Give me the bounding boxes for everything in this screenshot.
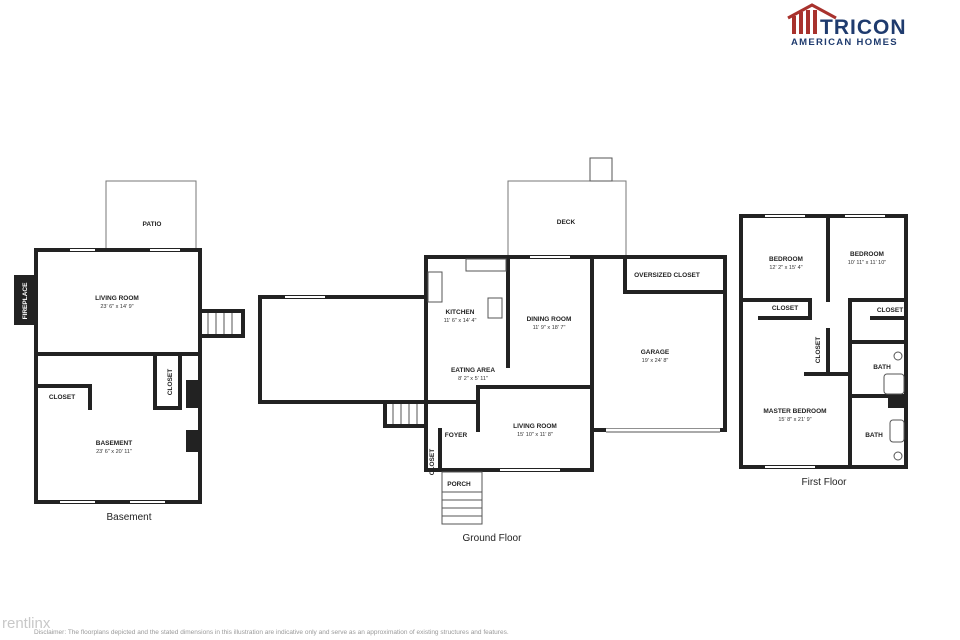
room-label-closet: CLOSET [429, 449, 436, 475]
fireplace-block [14, 275, 36, 325]
ground-stairs [383, 400, 428, 428]
room-label-oversized-closet: OVERSIZED CLOSET [634, 272, 700, 279]
room-dims-basement: 23' 6" x 20' 11" [96, 449, 132, 455]
floor-title-basement: Basement [106, 512, 151, 523]
room-label-closet-left: CLOSET [49, 394, 75, 401]
bathtub [883, 373, 905, 395]
room-label-kitchen: KITCHEN [446, 309, 475, 316]
room-label-eating-area: EATING AREA [451, 367, 495, 374]
room-label-deck: DECK [557, 219, 576, 226]
ground-windows [285, 256, 570, 471]
deck-outline [507, 180, 627, 257]
room-dims-dining-room: 11' 9" x 18' 7" [533, 325, 566, 331]
room-label-bedroom-2: BEDROOM [850, 251, 884, 258]
room-label-basement: BASEMENT [96, 440, 133, 447]
oversized-closet-walls [623, 255, 727, 294]
room-label-master-bedroom: MASTER BEDROOM [763, 408, 826, 415]
house-mark-icon [787, 3, 837, 34]
room-label-living-room: LIVING ROOM [513, 423, 557, 430]
watermark: rentlinx [2, 615, 51, 632]
shower [889, 419, 905, 443]
ground-annex-walls [258, 295, 428, 404]
kitchen-island [487, 297, 503, 319]
room-label-closet-3: CLOSET [815, 337, 822, 363]
room-dims-bedroom-2: 10' 11" x 11' 10" [848, 260, 887, 266]
room-label-closet-right: CLOSET [167, 369, 174, 395]
room-label-porch: PORCH [447, 481, 471, 488]
garage-walls [590, 255, 727, 432]
first-windows [765, 215, 885, 468]
brand-name: TRICON [820, 16, 907, 39]
room-label-bath-2: BATH [865, 432, 883, 439]
stair-treads [207, 313, 233, 334]
room-dims-eating-area: 8' 2" x 5' 11" [458, 376, 488, 382]
room-label-fireplace: FIREPLACE [22, 282, 29, 320]
room-label-foyer: FOYER [445, 432, 468, 439]
brand-tagline: AMERICAN HOMES [791, 37, 898, 48]
basement-floor: PATIO FIREPLACE LIVING ROOM 23' 6" x 14'… [14, 180, 245, 523]
room-dims-garage: 19' x 24' 8" [642, 358, 669, 364]
basement-windows [60, 249, 180, 503]
room-label-closet-2: CLOSET [877, 307, 903, 314]
patio-outline [105, 180, 197, 250]
porch-steps [441, 471, 483, 525]
room-dims-kitchen: 11' 6" x 14' 4" [444, 318, 477, 324]
basement-room-walls [34, 352, 202, 504]
room-label-garage: GARAGE [641, 349, 670, 356]
room-label-closet-1: CLOSET [772, 305, 798, 312]
closet-right-walls [153, 352, 182, 410]
room-label-dining-room: DINING ROOM [527, 316, 572, 323]
room-dims-bedroom-1: 12' 2" x 15' 4" [769, 265, 802, 271]
first-floor: BEDROOM 12' 2" x 15' 4" BEDROOM 10' 11" … [739, 214, 908, 488]
disclaimer: Disclaimer: The floorplans depicted and … [34, 629, 509, 636]
room-dims-master-bedroom: 15' 8" x 21' 9" [778, 417, 811, 423]
toilet [893, 351, 903, 361]
floor-title-first: First Floor [802, 477, 848, 488]
room-dims-living-room: 15' 10" x 11' 8" [517, 432, 553, 438]
living-room-walls [34, 248, 202, 356]
deck-stairs [589, 157, 613, 182]
room-label-bedroom-1: BEDROOM [769, 256, 803, 263]
tricon-logo: TRICON AMERICAN HOMES [787, 3, 907, 48]
room-label-patio: PATIO [143, 221, 162, 228]
ground-floor: DECK KITCHEN 11' 6" x 14' 4" DINING ROOM… [258, 157, 727, 544]
kitchen-counter [427, 271, 443, 303]
room-label-living-room: LIVING ROOM [95, 295, 139, 302]
room-label-bath-1: BATH [873, 364, 891, 371]
room-dims-living-room: 23' 6" x 14' 9" [100, 304, 133, 310]
basement-stairs [198, 309, 245, 338]
floor-title-ground: Ground Floor [463, 533, 523, 544]
